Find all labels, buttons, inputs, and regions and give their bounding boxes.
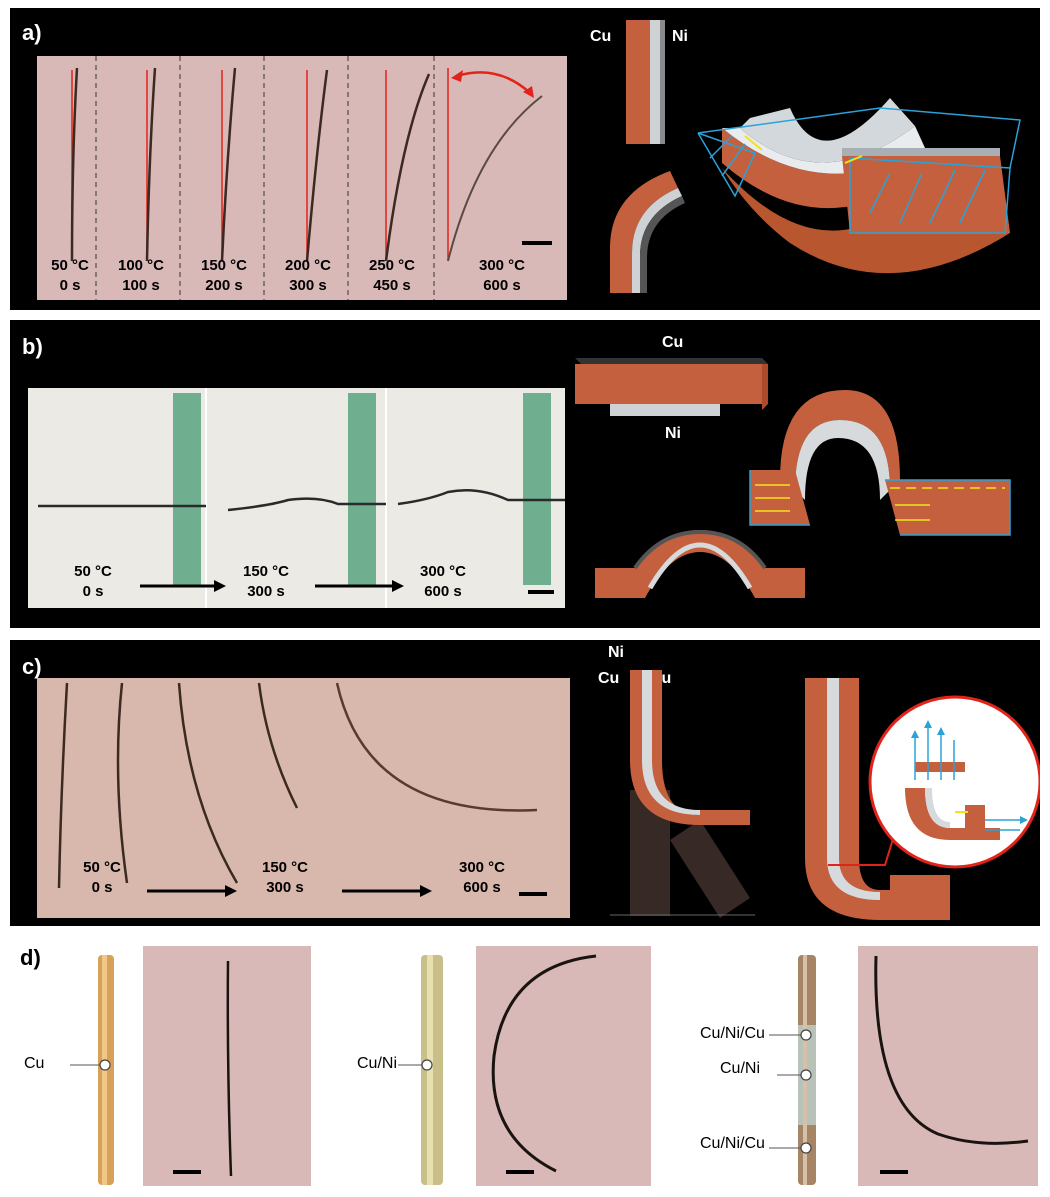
sample-cu-wire — [143, 946, 311, 1186]
panel-d-label: d) — [20, 945, 41, 971]
sample-cu-photo — [143, 946, 311, 1186]
sample-cunicu-wire — [858, 946, 1038, 1186]
sample-cunicu-label-mid: Cu/Ni — [720, 1060, 760, 1078]
sample-cuni-wire — [476, 946, 651, 1186]
sample-cu-callout-line — [40, 1055, 150, 1075]
sample-cunicu-photo — [858, 946, 1038, 1186]
panel-a-schematic — [10, 8, 1040, 310]
sample-cuni-photo — [476, 946, 651, 1186]
sample-cuni-label: Cu/Ni — [357, 1055, 397, 1073]
sample-cunicu-label-bottom: Cu/Ni/Cu — [700, 1135, 765, 1153]
panel-c-schematic — [10, 640, 1040, 926]
sample-cunicu-label-top: Cu/Ni/Cu — [700, 1025, 765, 1043]
sample-cu-label: Cu — [24, 1055, 44, 1073]
panel-a: a) — [10, 8, 1040, 310]
panel-b-schematic — [10, 320, 1040, 628]
